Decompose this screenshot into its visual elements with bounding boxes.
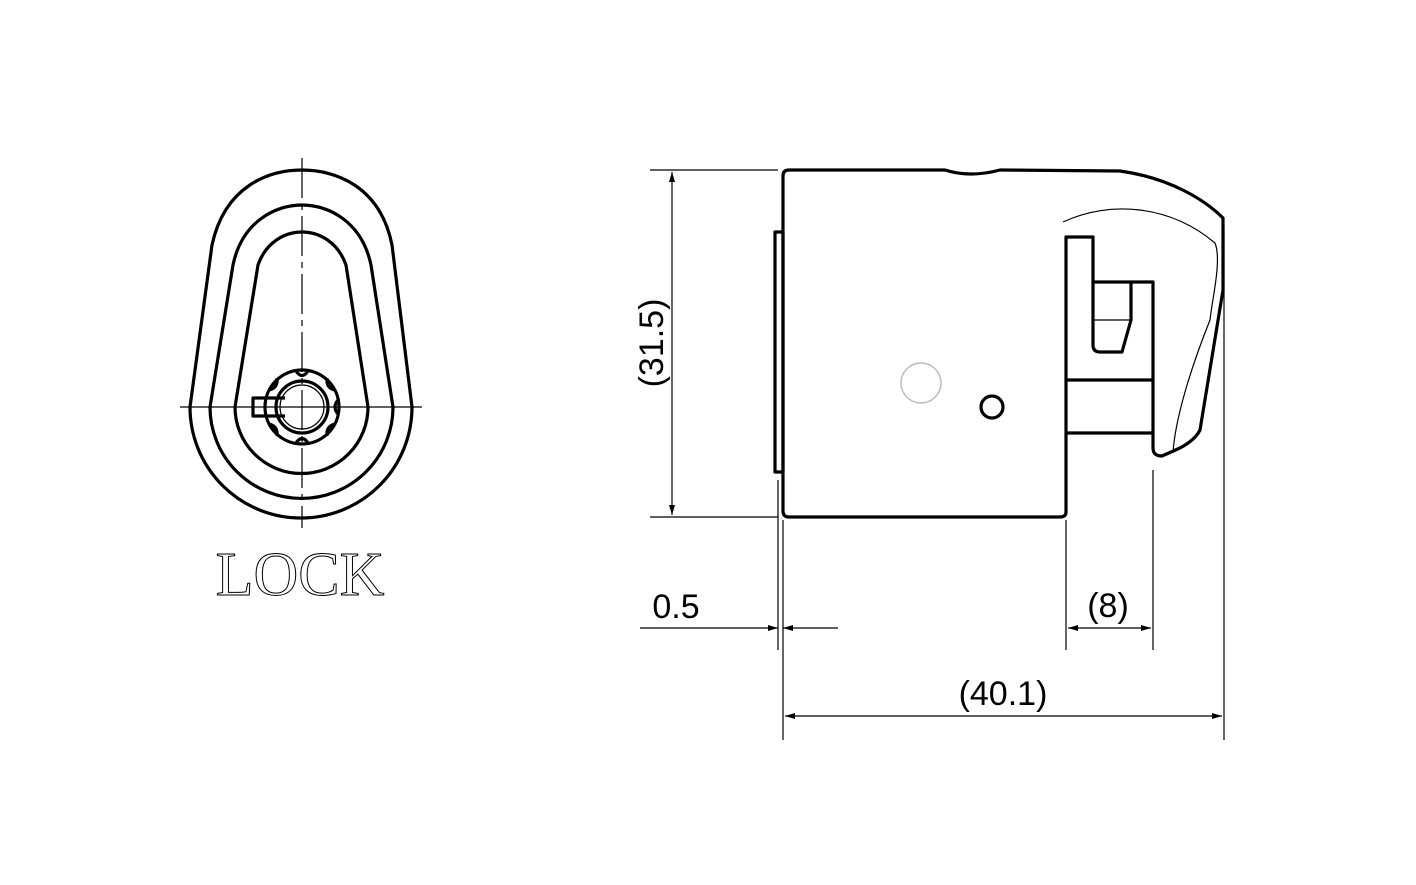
outer-bezel (188, 168, 414, 520)
lock-side-view (773, 168, 1225, 519)
body-outline (781, 168, 1225, 519)
lock-label: LOCK (216, 541, 385, 609)
dim-cam-width-text: (8) (1087, 587, 1129, 625)
pin-hole (979, 394, 1005, 420)
dim-overall-length-text: (40.1) (959, 675, 1048, 713)
inner-bezel (233, 230, 370, 476)
key-tab (251, 396, 285, 418)
dim-flange-text: 0.5 (652, 588, 699, 626)
lock-front-view: LOCK (180, 158, 422, 610)
key-cylinder (251, 368, 341, 446)
dim-height-text: (31.5) (633, 299, 671, 388)
cam-slot (1091, 282, 1133, 354)
dimension-cam-width: (8) (1065, 470, 1154, 650)
dimension-overall-length: (40.1) (785, 225, 1225, 740)
hidden-hole (900, 362, 942, 404)
flange (773, 230, 785, 474)
dimension-height: (31.5) (633, 169, 778, 518)
cam-contour (1062, 208, 1219, 454)
middle-bezel (208, 203, 395, 501)
dimension-flange: 0.5 (640, 480, 838, 740)
